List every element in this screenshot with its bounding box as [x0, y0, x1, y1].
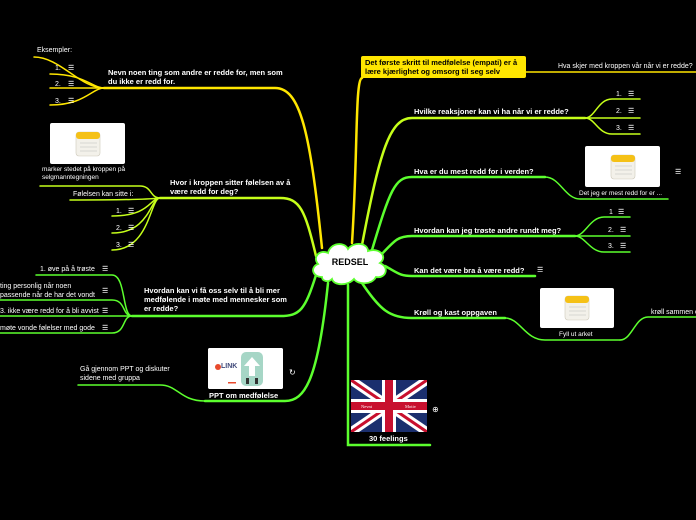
edge-task	[360, 281, 507, 320]
topic-feelings[interactable]: 30 feelings	[369, 434, 408, 443]
edge-first-step	[350, 76, 364, 245]
task-side-note[interactable]: krøll sammen o	[651, 309, 696, 316]
note-icon[interactable]: ☰	[628, 125, 635, 132]
central-topic-label: REDSEL	[331, 257, 369, 267]
note-icon[interactable]: ☰	[128, 242, 135, 249]
feelings-image-thumbnail[interactable]: Nevnt Motiv	[351, 380, 427, 432]
body-item-1[interactable]: 1.	[116, 208, 122, 215]
topic-most-afraid[interactable]: Hva er du mest redd for i verden?	[414, 167, 534, 176]
topic-be-brave[interactable]: Kan det være bra å være redd?	[414, 266, 525, 275]
topic-ppt[interactable]: PPT om medfølelse	[209, 391, 279, 400]
comfort-item-1[interactable]: 1	[609, 209, 613, 216]
edge-ppt-note	[77, 384, 206, 402]
edge-comfort	[378, 234, 577, 258]
topic-empathy[interactable]: Hvordan kan vi få oss selv til å bli mer…	[144, 286, 287, 313]
topic-task[interactable]: Krøll og kast oppgaven	[414, 308, 497, 317]
edge-examples	[102, 86, 324, 250]
examples-item-2[interactable]: 2.	[55, 81, 61, 88]
note-icon[interactable]: ☰	[537, 267, 544, 274]
empathy-item-4[interactable]: møte vonde følelser med gode	[0, 325, 95, 332]
first-step-question[interactable]: Hva skjer med kroppen vår når vi er redd…	[558, 63, 693, 70]
edge-examples-header	[33, 56, 105, 89]
reactions-item-2[interactable]: 2.	[616, 108, 622, 115]
edge-reactions-3	[584, 117, 641, 135]
ppt-side-note[interactable]: Gå gjennom PPT og diskuter sidene med gr…	[80, 366, 170, 382]
ppt-thumbnail[interactable]: LINK	[208, 348, 283, 389]
body-item-2[interactable]: 2.	[116, 225, 122, 232]
first-step-highlight	[361, 56, 526, 78]
note-icon[interactable]: ☰	[68, 98, 75, 105]
empathy-item-3[interactable]: 3. ikke være redd for å bli avvist	[0, 308, 99, 315]
edge-body	[158, 196, 318, 258]
union-jack-image	[351, 380, 427, 432]
topic-first-step[interactable]: Det første skritt til medfølelse (empati…	[365, 58, 518, 76]
most-afraid-image-thumbnail[interactable]	[585, 146, 660, 187]
task-image-thumbnail[interactable]	[540, 288, 614, 328]
note-icon[interactable]: ☰	[628, 91, 635, 98]
edge-empathy	[130, 273, 318, 318]
empathy-item-2[interactable]: ting personlig når noen passende når de …	[0, 283, 95, 299]
flag-label-left: Nevnt	[361, 404, 372, 409]
note-icon[interactable]: ☰	[68, 65, 75, 72]
edge-comfort-3	[574, 235, 631, 253]
note-icon[interactable]: ☰	[128, 208, 135, 215]
body-item-3[interactable]: 3.	[116, 242, 122, 249]
reactions-item-1[interactable]: 1.	[616, 91, 622, 98]
note-icon[interactable]: ☰	[102, 308, 109, 315]
task-image-caption: Fyll ut arket	[559, 331, 593, 338]
flag-label-right: Motiv	[405, 404, 417, 409]
note-icon[interactable]: ☰	[618, 209, 625, 216]
note-icon[interactable]: ☰	[102, 325, 109, 332]
reactions-item-3[interactable]: 3.	[616, 125, 622, 132]
topic-comfort[interactable]: Hvordan kan jeg trøste andre rundt meg?	[414, 226, 562, 235]
comfort-item-2[interactable]: 2.	[608, 227, 614, 234]
link-icon[interactable]: ↻	[289, 368, 296, 377]
examples-header[interactable]: Eksempler:	[37, 47, 73, 54]
notepad-icon	[75, 131, 100, 156]
note-icon[interactable]: ☰	[102, 288, 109, 295]
note-icon[interactable]: ☰	[68, 81, 75, 88]
ppt-thumb-logo: LINK	[221, 363, 238, 370]
edge-empathy-4	[0, 315, 133, 334]
edge-examples-3	[49, 87, 105, 106]
note-icon[interactable]: ☰	[620, 227, 627, 234]
edge-most-afraid	[370, 175, 547, 252]
note-icon[interactable]: ☰	[102, 266, 109, 273]
note-icon[interactable]: ☰	[128, 225, 135, 232]
examples-item-3[interactable]: 3.	[55, 98, 61, 105]
note-icon[interactable]: ☰	[628, 108, 635, 115]
edge-task-note	[619, 316, 696, 341]
comfort-item-3[interactable]: 3.	[608, 243, 614, 250]
body-image-thumbnail[interactable]	[50, 123, 125, 164]
notepad-icon	[610, 154, 635, 179]
edge-reactions	[360, 116, 587, 247]
edge-empathy-1	[35, 274, 133, 317]
edge-body-3	[111, 197, 161, 251]
ppt-slide-image	[208, 348, 283, 389]
topic-examples[interactable]: Nevn noen ting som andre er redde for, m…	[108, 68, 283, 86]
edge-ppt	[203, 281, 330, 403]
note-icon[interactable]: ☰	[675, 169, 682, 176]
empathy-item-1[interactable]: 1. øve på å trøste	[40, 266, 95, 273]
globe-link-icon[interactable]: ⊕	[432, 405, 439, 414]
most-afraid-caption: Det jeg er mest redd for er ...	[579, 190, 663, 197]
body-feeling-label[interactable]: Følelsen kan sitte i:	[73, 191, 134, 198]
central-topic-cloud[interactable]	[308, 239, 392, 287]
body-image-caption: marker stedet på kroppen på selgmanntegn…	[42, 166, 126, 181]
notepad-icon	[564, 295, 590, 321]
note-icon[interactable]: ☰	[620, 243, 627, 250]
examples-item-1[interactable]: 1.	[55, 65, 61, 72]
topic-reactions[interactable]: Hvilke reaksjoner kan vi ha når vi er re…	[414, 107, 569, 116]
edge-most-afraid-image	[544, 176, 669, 200]
edge-feelings	[346, 283, 432, 447]
topic-body[interactable]: Hvor i kroppen sitter følelsen av å være…	[170, 178, 291, 196]
edge-task-image	[504, 317, 621, 341]
edge-be-brave	[383, 264, 537, 278]
